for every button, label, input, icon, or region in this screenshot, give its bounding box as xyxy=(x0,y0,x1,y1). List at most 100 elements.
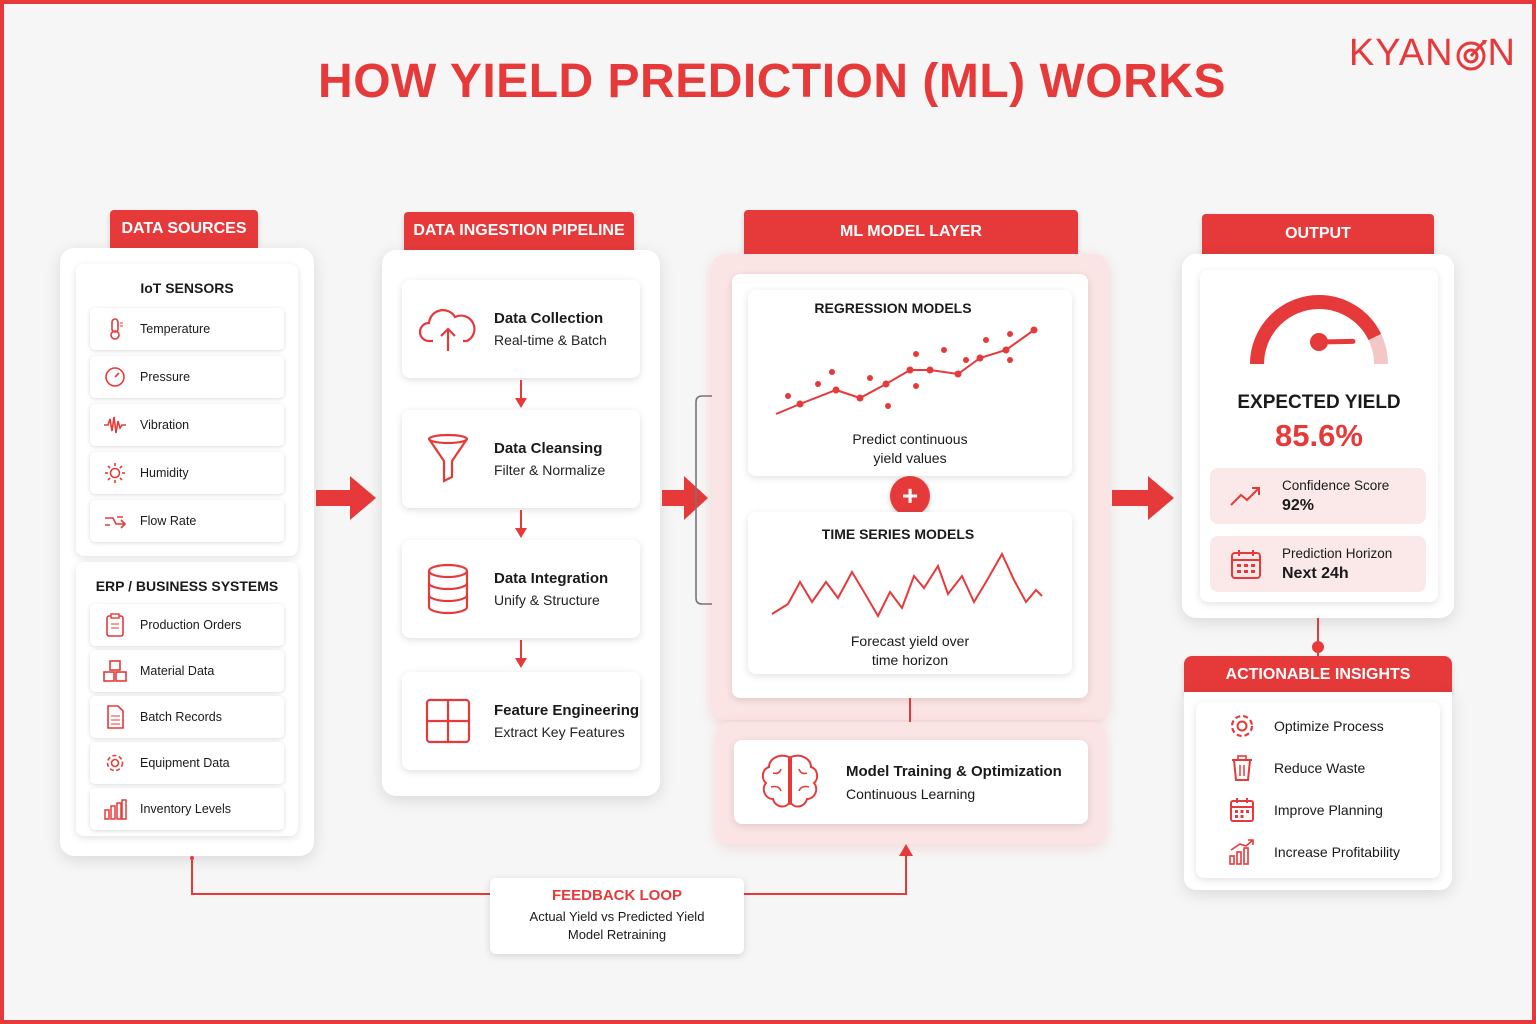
trash-icon xyxy=(1232,755,1252,781)
timeseries-caption: Forecast yield over time horizon xyxy=(748,632,1072,670)
insight-label: Optimize Process xyxy=(1274,718,1384,734)
training-subtitle: Continuous Learning xyxy=(846,785,976,802)
feedback-title: FEEDBACK LOOP xyxy=(551,887,682,904)
brand-logo: KYAN N xyxy=(1349,32,1516,75)
cloud-upload-icon xyxy=(419,309,476,351)
output-card: EXPECTED YIELD 85.6% Confidence Score 92… xyxy=(1200,270,1438,602)
grid-icon xyxy=(425,698,471,744)
source-item-label: Vibration xyxy=(140,418,190,432)
regression-card: REGRESSION MODELS Predict continuous yie… xyxy=(748,290,1072,476)
connector-dot xyxy=(1312,641,1324,653)
funnel-icon xyxy=(427,433,469,483)
regression-heading: REGRESSION MODELS xyxy=(814,300,972,316)
regression-caption: Predict continuous yield values xyxy=(748,430,1072,468)
step-title: Data Collection xyxy=(494,310,604,327)
source-item-label: Temperature xyxy=(140,322,211,336)
source-item-label: Pressure xyxy=(140,370,191,384)
iot-sensors-card: IoT SENSORS Temperature Pressure Vibrati… xyxy=(76,264,298,556)
arrowhead xyxy=(515,528,527,538)
expected-yield-value: 85.6% xyxy=(1275,418,1363,453)
insights-card: Optimize Process Reduce Waste Improve Pl… xyxy=(1196,702,1440,878)
horizon-label: Prediction Horizon xyxy=(1282,545,1393,561)
timeseries-heading: TIME SERIES MODELS xyxy=(821,526,975,542)
confidence-value: 92% xyxy=(1282,496,1315,514)
source-item-material-data: Material Data xyxy=(90,650,284,692)
erp-systems-card: ERP / BUSINESS SYSTEMS Production Orders… xyxy=(76,562,298,836)
expected-yield-label: EXPECTED YIELD xyxy=(1237,392,1401,413)
flow-arrow-1 xyxy=(316,476,376,520)
pipeline-tab: DATA INGESTION PIPELINE xyxy=(404,212,634,250)
insight-label: Reduce Waste xyxy=(1274,760,1366,776)
confidence-label: Confidence Score xyxy=(1282,477,1390,493)
training-title: Model Training & Optimization xyxy=(846,762,1062,780)
flow-arrow-2 xyxy=(662,476,708,520)
source-item-inventory-levels: Inventory Levels xyxy=(90,788,284,830)
gauge-icon xyxy=(105,367,125,387)
step-subtitle: Unify & Structure xyxy=(494,592,600,608)
gear-icon xyxy=(1230,714,1254,738)
insight-item-profitability: Increase Profitability xyxy=(1210,832,1400,872)
source-item-label: Material Data xyxy=(140,664,215,678)
training-panel: Model Training & Optimization Continuous… xyxy=(716,722,1106,844)
source-item-batch-records: Batch Records xyxy=(90,696,284,738)
step-subtitle: Extract Key Features xyxy=(494,724,625,740)
plus-icon: + xyxy=(890,476,930,516)
calendar-icon xyxy=(1230,798,1254,822)
feedback-loop-box: FEEDBACK LOOP Actual Yield vs Predicted … xyxy=(490,878,744,954)
step-subtitle: Filter & Normalize xyxy=(494,462,606,478)
step-title: Data Integration xyxy=(494,570,609,587)
horizon-value: Next 24h xyxy=(1282,564,1349,582)
feedback-line1: Actual Yield vs Predicted Yield xyxy=(529,909,705,924)
regression-caption-line1: Predict continuous xyxy=(852,431,968,447)
connector-arrow xyxy=(520,510,522,532)
arrowhead xyxy=(515,398,527,408)
source-item-label: Batch Records xyxy=(140,710,222,724)
target-icon xyxy=(1456,39,1487,70)
prediction-horizon-box: Prediction Horizon Next 24h xyxy=(1210,536,1426,592)
output-tab: OUTPUT xyxy=(1202,214,1434,254)
document-icon xyxy=(107,705,124,729)
source-item-label: Humidity xyxy=(140,466,189,480)
data-sources-panel: IoT SENSORS Temperature Pressure Vibrati… xyxy=(60,248,314,856)
gauge-chart xyxy=(1250,295,1388,365)
clipboard-icon xyxy=(106,613,124,637)
source-item-temperature: Temperature xyxy=(90,308,284,350)
connector-line xyxy=(1317,618,1319,656)
ml-model-inner: REGRESSION MODELS Predict continuous yie… xyxy=(732,274,1088,698)
insight-label: Increase Profitability xyxy=(1274,844,1401,860)
ml-model-panel: REGRESSION MODELS Predict continuous yie… xyxy=(712,254,1108,720)
timeseries-caption-line1: Forecast yield over xyxy=(850,633,970,649)
regression-chart xyxy=(775,326,1038,415)
connector-arrow xyxy=(520,640,522,662)
waveform-icon xyxy=(104,416,126,434)
confidence-score-box: Confidence Score 92% xyxy=(1210,468,1426,524)
gear-icon xyxy=(106,754,124,772)
thermometer-icon xyxy=(110,318,123,340)
logo-text-end: N xyxy=(1487,32,1516,74)
insight-item-reduce-waste: Reduce Waste xyxy=(1210,748,1365,788)
source-item-vibration: Vibration xyxy=(90,404,284,446)
connector-arrow xyxy=(520,380,522,402)
step-subtitle: Real-time & Batch xyxy=(494,332,607,348)
calendar-icon xyxy=(1231,550,1261,579)
connector-arrow xyxy=(909,698,911,728)
source-item-pressure: Pressure xyxy=(90,356,284,398)
feedback-loop-lines xyxy=(190,844,913,895)
insights-tab: ACTIONABLE INSIGHTS xyxy=(1184,656,1452,694)
timeseries-card: TIME SERIES MODELS Forecast yield over t… xyxy=(748,512,1072,674)
insight-item-improve-planning: Improve Planning xyxy=(1210,790,1383,830)
timeseries-chart xyxy=(771,552,1043,618)
source-item-label: Inventory Levels xyxy=(140,802,232,816)
step-title: Feature Engineering xyxy=(494,702,640,719)
flow-arrow-3 xyxy=(1112,476,1174,520)
logo-text-start: KYAN xyxy=(1348,32,1454,74)
brain-icon xyxy=(761,754,819,808)
ml-model-tab: ML MODEL LAYER xyxy=(744,210,1078,254)
insights-panel: Optimize Process Reduce Waste Improve Pl… xyxy=(1184,692,1452,890)
arrowhead xyxy=(515,658,527,668)
cubes-icon xyxy=(103,660,127,682)
